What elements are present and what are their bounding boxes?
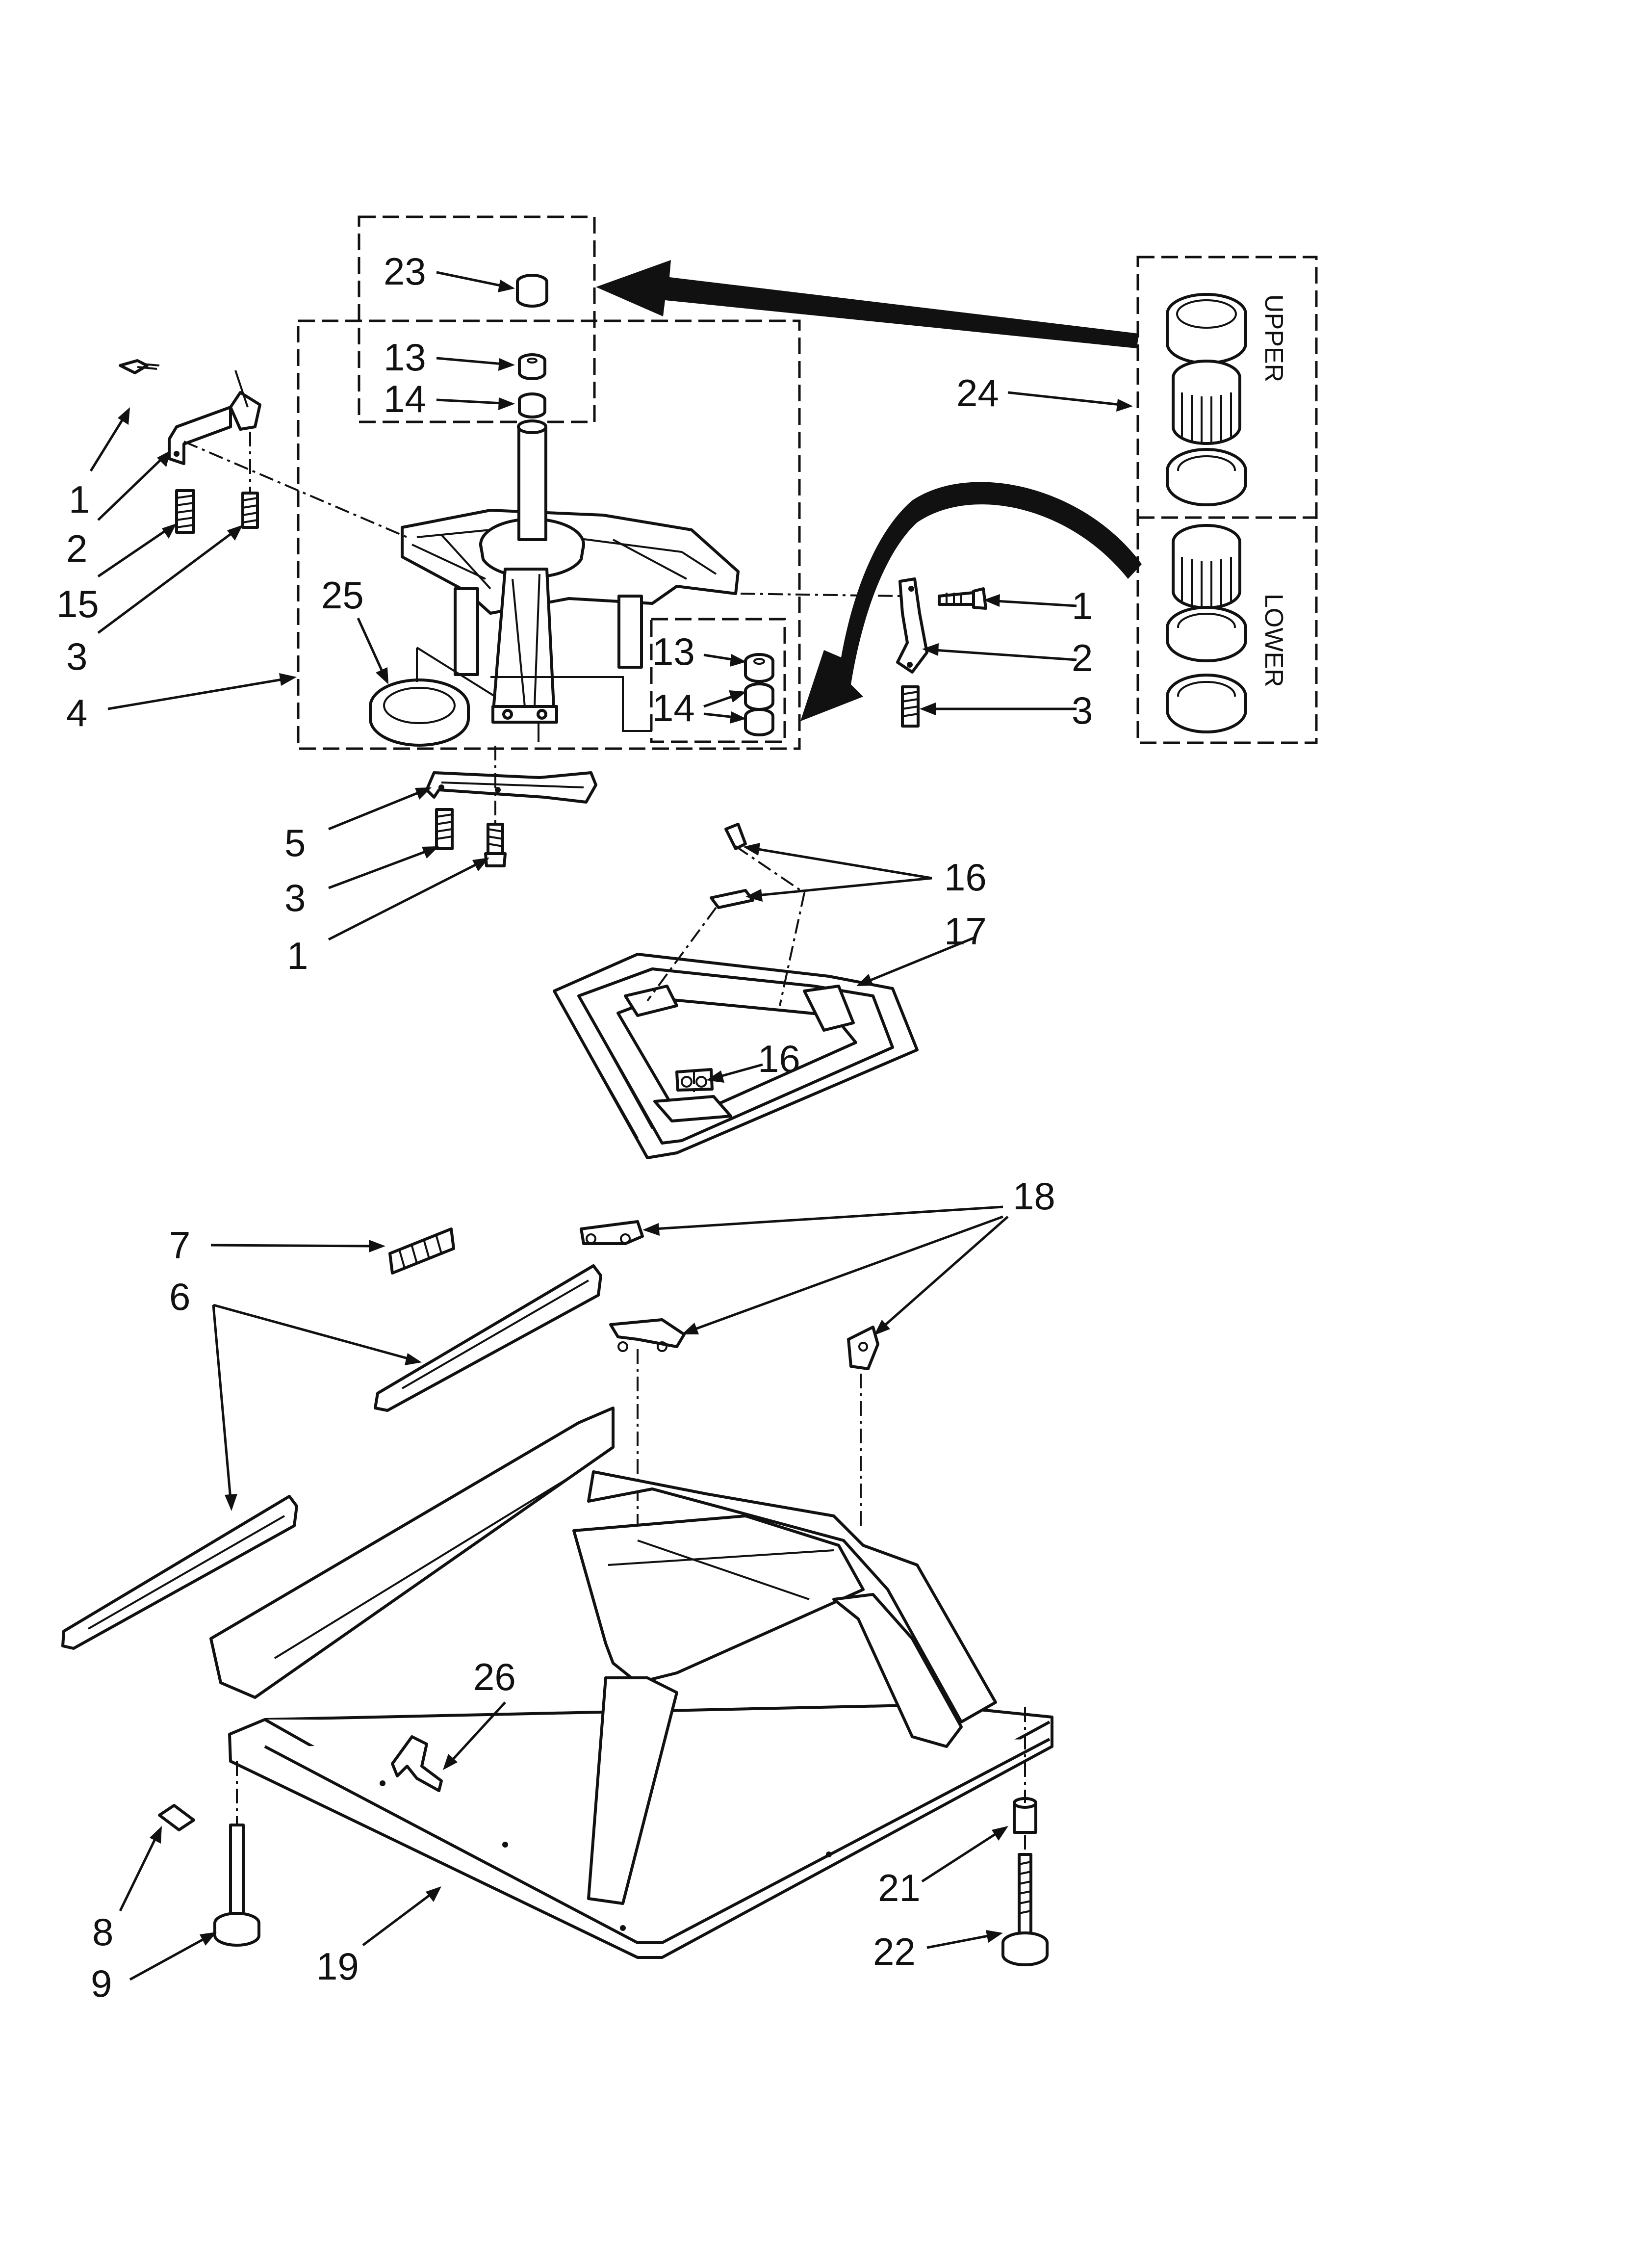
suspension-assembly-box xyxy=(297,319,801,750)
label-13-upper: 13 xyxy=(384,336,426,379)
seal-kit-box xyxy=(1136,256,1318,744)
label-8: 8 xyxy=(92,1910,113,1954)
label-25: 25 xyxy=(321,574,364,617)
label-16-lower: 16 xyxy=(758,1037,800,1080)
label-18: 18 xyxy=(1013,1174,1055,1218)
bottom-bracket-group xyxy=(425,746,597,867)
seal-ring-guide xyxy=(416,647,652,732)
label-3-left: 3 xyxy=(66,635,87,678)
leader-lines xyxy=(89,271,1133,1981)
label-22: 22 xyxy=(873,1930,916,1973)
label-14-lower: 14 xyxy=(652,686,695,730)
upper-label: UPPER xyxy=(1259,294,1288,382)
label-23: 23 xyxy=(384,250,426,293)
label-17: 17 xyxy=(944,910,987,953)
label-15: 15 xyxy=(56,582,99,626)
label-5: 5 xyxy=(284,821,306,864)
lower-detail-box xyxy=(650,618,786,743)
label-1-left: 1 xyxy=(69,478,90,521)
label-6: 6 xyxy=(169,1275,190,1318)
label-2-left: 2 xyxy=(66,527,87,570)
part-7-spring xyxy=(388,1227,455,1275)
lower-arrow xyxy=(800,482,1142,721)
left-bracket-group xyxy=(119,359,408,538)
label-1-bottom: 1 xyxy=(287,934,308,977)
upper-seal-parts xyxy=(1166,293,1247,506)
lower-label: LOWER xyxy=(1259,594,1288,687)
part-16-clips xyxy=(646,823,806,1094)
upper-detail-box xyxy=(358,215,596,423)
label-2-right: 2 xyxy=(1072,636,1093,679)
label-13-lower: 13 xyxy=(652,630,695,673)
label-24: 24 xyxy=(956,371,999,415)
lower-seal-parts xyxy=(1166,524,1247,733)
part-13-bearing-upper xyxy=(518,353,546,380)
label-16-upper: 16 xyxy=(944,856,987,899)
part-4-suspension-spider xyxy=(401,419,740,742)
part-14-washer-upper xyxy=(518,392,546,418)
label-19: 19 xyxy=(316,1945,359,1988)
label-26: 26 xyxy=(473,1655,516,1698)
part-19-base-frame xyxy=(209,1407,1053,1959)
right-bracket-group xyxy=(740,577,987,728)
part-17-tub-frame xyxy=(553,953,919,1159)
label-14-upper: 14 xyxy=(384,377,426,420)
part-8-spacer xyxy=(158,1804,195,1831)
part-25-seal-ring xyxy=(369,678,470,747)
label-9: 9 xyxy=(91,1962,112,2005)
label-4: 4 xyxy=(66,691,87,734)
label-3-bottom: 3 xyxy=(284,876,306,919)
part-23-cap xyxy=(516,274,548,308)
label-3-right: 3 xyxy=(1072,689,1093,732)
part-18-pads xyxy=(580,1220,879,1678)
part-26-clip xyxy=(391,1735,443,1792)
part-21-bushing xyxy=(1013,1707,1037,1834)
label-21: 21 xyxy=(878,1866,921,1909)
part-22-leveling-leg xyxy=(1001,1835,1049,1966)
upper-arrow xyxy=(596,260,1139,348)
part-9-leveling-foot xyxy=(213,1761,260,1947)
label-7: 7 xyxy=(169,1224,190,1267)
label-1-right: 1 xyxy=(1072,584,1093,627)
part-6-rails xyxy=(61,1264,602,1650)
part-14-washer-lower xyxy=(744,682,774,736)
part-13-bearing-lower xyxy=(744,653,774,683)
